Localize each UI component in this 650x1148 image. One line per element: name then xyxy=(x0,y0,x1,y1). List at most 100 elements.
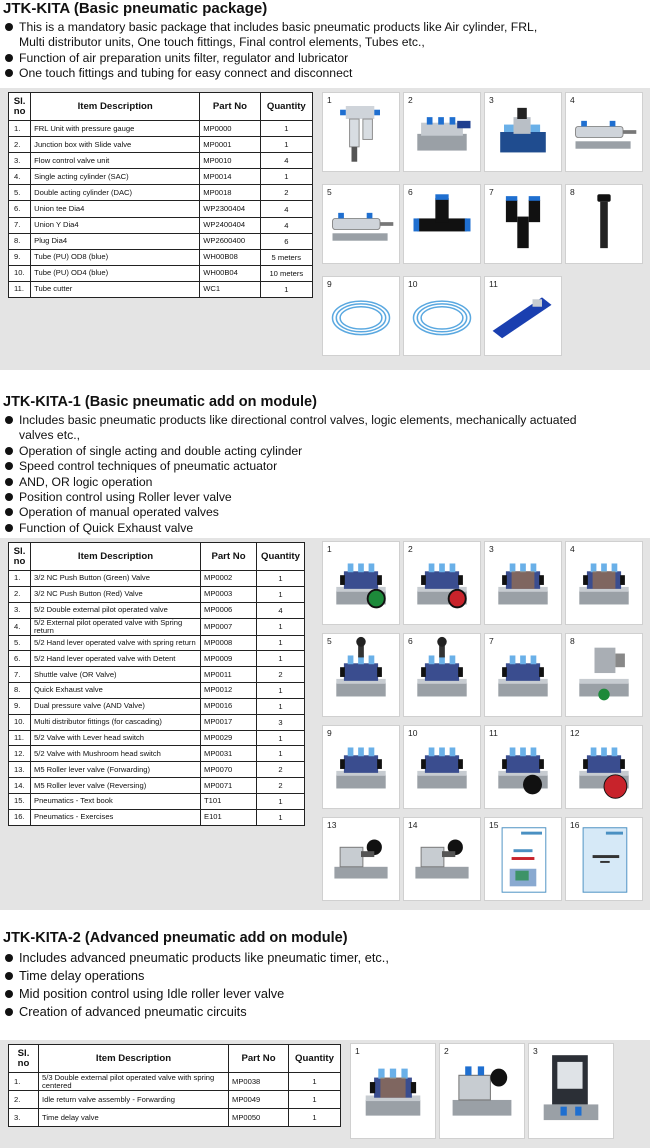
image-number: 2 xyxy=(408,544,413,554)
cell-item-description: Union Y Dia4 xyxy=(30,216,201,234)
cell-item-description: 5/2 Hand lever operated valve with Deten… xyxy=(30,650,201,668)
cell-part-no: E101 xyxy=(200,808,257,826)
bullet-item: AND, OR logic operation xyxy=(0,475,600,490)
cell-item-description: Shuttle valve (OR Valve) xyxy=(30,666,201,684)
cell-part-no: MP0070 xyxy=(200,761,257,779)
multi-distributor-icon xyxy=(417,747,467,789)
cell-sl-no: 1. xyxy=(7,119,32,138)
cell-item-description: Quick Exhaust valve xyxy=(30,682,201,699)
image-number: 11 xyxy=(489,728,498,738)
bullet-dot-icon xyxy=(5,523,13,532)
cell-part-no: MP0001 xyxy=(199,136,261,154)
text-book-icon xyxy=(501,827,547,893)
cell-quantity: 4 xyxy=(259,152,314,170)
section-kita-2: JTK-KITA-2 (Advanced pneumatic add on mo… xyxy=(0,930,650,1021)
cell-item-description: Idle return valve assembly - Forwarding xyxy=(38,1090,229,1109)
exercise-book-icon xyxy=(582,827,628,893)
bullet-item: Mid position control using Idle roller l… xyxy=(0,985,560,1003)
cell-item-description: Union tee Dia4 xyxy=(30,200,201,218)
cell-part-no: WP2300404 xyxy=(199,200,261,218)
image-number: 6 xyxy=(408,187,413,197)
product-image: 2 xyxy=(403,541,481,625)
cell-item-description: Single acting cylinder (SAC) xyxy=(30,168,201,186)
bullet-text: Includes basic pneumatic products like d… xyxy=(19,413,577,443)
cell-item-description: 3/2 NC Push Button (Green) Valve xyxy=(30,570,201,587)
bullet-text: This is a mandatory basic package that i… xyxy=(19,20,538,50)
quick-exhaust-valve-icon xyxy=(579,647,629,701)
cell-sl-no: 1. xyxy=(8,570,31,587)
cell-part-no: MP0011 xyxy=(200,666,257,684)
product-image: 11 xyxy=(484,276,562,356)
cell-item-description: Tube cutter xyxy=(30,280,201,299)
cell-part-no: MP0014 xyxy=(199,168,261,186)
cell-part-no: MP0012 xyxy=(200,682,257,699)
bullet-text: One touch fittings and tubing for easy c… xyxy=(19,66,353,81)
bullet-dot-icon xyxy=(5,462,13,471)
image-number: 3 xyxy=(489,544,494,554)
cell-sl-no: 3. xyxy=(8,1108,39,1127)
cell-sl-no: 6. xyxy=(7,200,32,218)
tube-cutter-icon xyxy=(492,297,552,339)
cell-part-no: MP0038 xyxy=(228,1072,289,1091)
pilot-valve-icon xyxy=(579,563,629,605)
hand-lever-valve-icon xyxy=(417,636,467,697)
cell-item-description: Tube (PU) OD4 (blue) xyxy=(30,264,201,282)
cell-quantity: 2 xyxy=(256,666,305,684)
image-number: 1 xyxy=(327,95,332,105)
cell-quantity: 5 meters xyxy=(259,248,314,266)
bullet-dot-icon xyxy=(5,972,13,980)
cell-quantity: 10 meters xyxy=(259,264,314,282)
table-row: 10.Multi distributor fittings (for casca… xyxy=(8,713,305,731)
section-title: JTK-KITA-1 (Basic pneumatic add on modul… xyxy=(3,394,317,410)
image-number: 4 xyxy=(570,544,575,554)
cell-quantity: 1 xyxy=(259,168,314,186)
product-image: 3 xyxy=(484,541,562,625)
bullet-text: Mid position control using Idle roller l… xyxy=(19,986,285,1001)
cell-quantity: 1 xyxy=(256,792,305,810)
product-image: 3 xyxy=(484,92,562,172)
cell-item-description: FRL Unit with pressure gauge xyxy=(30,119,201,138)
pilot-valve-icon xyxy=(498,563,548,605)
bullet-text: Operation of single acting and double ac… xyxy=(19,443,303,458)
product-image: 5 xyxy=(322,184,400,264)
bullet-text: Includes advanced pneumatic products lik… xyxy=(19,950,389,965)
cell-sl-no: 14. xyxy=(8,777,31,794)
cell-part-no: MP0050 xyxy=(228,1108,289,1127)
header-part-no: Part No xyxy=(228,1044,289,1073)
product-image: 10 xyxy=(403,276,481,356)
product-image: 12 xyxy=(565,725,643,809)
image-number: 5 xyxy=(327,187,332,197)
header-quantity: Quantity xyxy=(259,92,314,121)
frl-unit-icon xyxy=(340,106,380,162)
bullet-dot-icon xyxy=(5,990,13,998)
cell-item-description: 5/2 Valve with Lever head switch xyxy=(30,729,201,747)
cell-part-no: MP0002 xyxy=(200,570,257,587)
product-image: 8 xyxy=(565,633,643,717)
product-image: 14 xyxy=(403,817,481,901)
cell-part-no: MP0009 xyxy=(200,650,257,668)
cell-sl-no: 2. xyxy=(7,136,32,154)
cell-sl-no: 7. xyxy=(7,216,32,234)
bullet-dot-icon xyxy=(5,954,13,962)
bullet-text: Position control using Roller lever valv… xyxy=(19,490,232,505)
image-number: 8 xyxy=(570,636,575,646)
time-delay-valve-icon xyxy=(543,1055,599,1121)
table-row: 2.Idle return valve assembly - Forwardin… xyxy=(8,1090,341,1109)
image-number: 3 xyxy=(533,1046,538,1056)
bullet-text: Creation of advanced pneumatic circuits xyxy=(19,1004,247,1019)
table-row: 3.5/2 Double external pilot operated val… xyxy=(8,601,305,619)
pilot-valve-icon xyxy=(365,1068,421,1116)
bullet-dot-icon xyxy=(5,69,13,78)
cell-part-no: MP0016 xyxy=(200,697,257,715)
lever-head-switch-valve-icon xyxy=(498,747,548,795)
product-image: 7 xyxy=(484,184,562,264)
cell-sl-no: 13. xyxy=(8,761,31,779)
dual-pressure-valve-icon xyxy=(336,747,386,789)
cell-sl-no: 4. xyxy=(8,617,31,636)
